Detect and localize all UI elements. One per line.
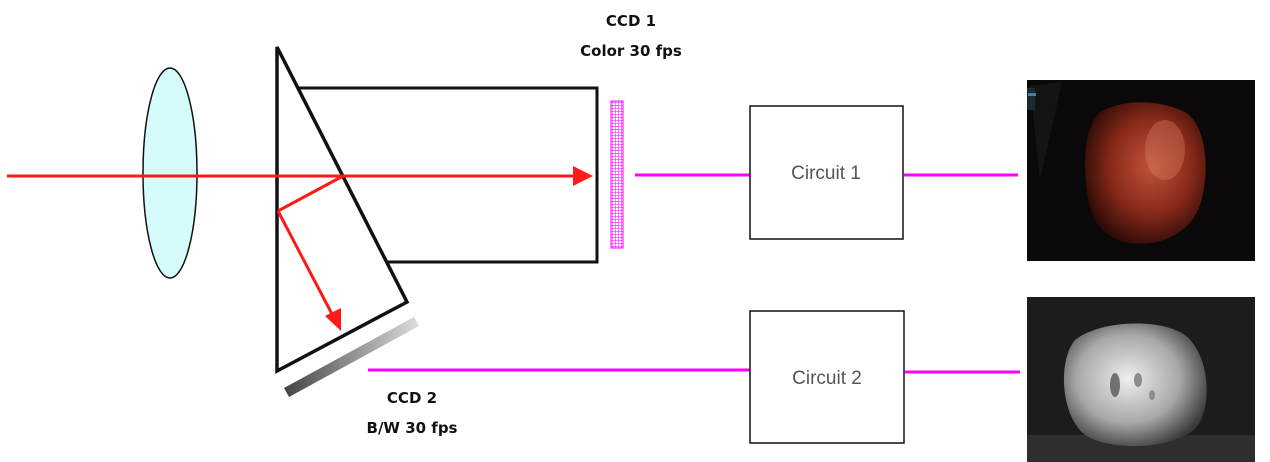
bw-apple-photo — [1027, 297, 1255, 462]
ccd1-title: CCD 1 — [606, 12, 656, 30]
signal-lines — [368, 173, 1020, 374]
circuit1-box — [749, 105, 904, 240]
circuit2-label: Circuit 2 — [792, 368, 862, 389]
circuit1-label: Circuit 1 — [791, 163, 861, 184]
ccd2-sensor — [284, 317, 419, 397]
ccd1-subtitle: Color 30 fps — [580, 42, 682, 60]
lens — [142, 67, 198, 279]
color-apple-photo — [1027, 80, 1255, 261]
light-beam — [7, 166, 593, 331]
ccd1-sensor — [610, 100, 624, 249]
camera-housing — [299, 86, 599, 264]
ccd2-subtitle: B/W 30 fps — [367, 419, 458, 437]
ccd2-title: CCD 2 — [387, 389, 437, 407]
beam-splitter-prism — [275, 46, 410, 374]
circuit2-box — [749, 310, 905, 444]
